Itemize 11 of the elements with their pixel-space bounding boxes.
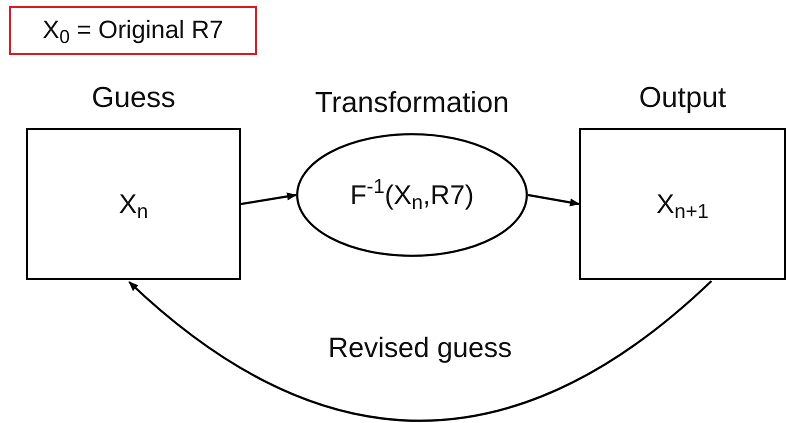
edge-label: Revised guess (327, 334, 513, 362)
node-label: X$_{0}$ = Original R7 (42, 18, 224, 43)
node-label: X$_{n}$ (118, 190, 148, 218)
heading: Transformation (315, 86, 509, 121)
node-label: F$^{-1}$(X$_{n}$,R7) (350, 182, 474, 208)
arrow (128, 280, 712, 422)
heading: Output (638, 81, 726, 116)
node-label: X$_{n+1}$ (656, 190, 709, 218)
heading: Guess (92, 81, 176, 116)
arrow (240, 192, 297, 206)
arrow (528, 194, 580, 206)
